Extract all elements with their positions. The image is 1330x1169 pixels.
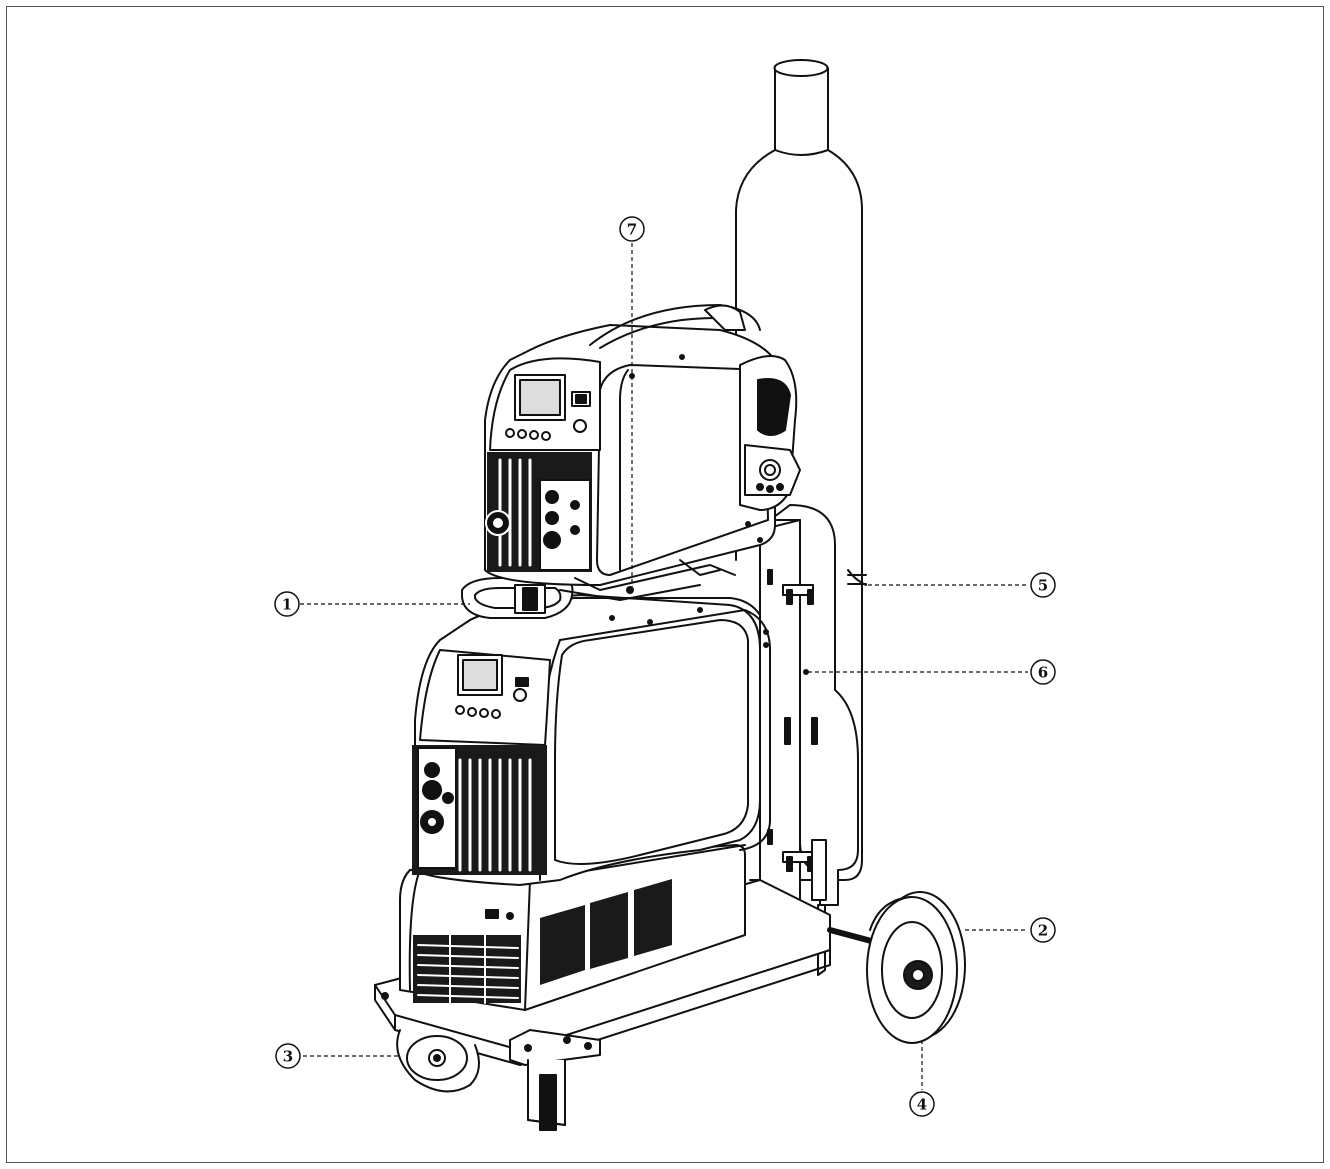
callout-3: 3 <box>275 1043 301 1069</box>
callout-6-label: 6 <box>1038 664 1048 682</box>
wire-feeder-unit <box>484 304 801 601</box>
cooling-unit <box>399 844 746 1011</box>
power-source-unit <box>412 594 771 886</box>
callout-5: 5 <box>1030 572 1056 598</box>
callout-1: 1 <box>274 591 300 617</box>
front-caster-center <box>527 1059 566 1131</box>
callout-1-label: 1 <box>282 596 292 614</box>
power-source-front-grille <box>412 745 547 875</box>
callout-4-label: 4 <box>917 1096 927 1114</box>
callout-2: 2 <box>1030 917 1056 943</box>
callout-4: 4 <box>909 1091 935 1117</box>
callout-7-label: 7 <box>627 221 637 239</box>
cooler-side-vents <box>540 879 672 985</box>
rear-wheel <box>866 891 966 1044</box>
front-swivel-caster <box>396 1029 480 1093</box>
figure-frame <box>6 6 1324 1163</box>
callout-2-label: 2 <box>1038 922 1048 940</box>
callout-6: 6 <box>1030 659 1056 685</box>
wire-feeder-front-grille <box>485 452 592 572</box>
handle <box>461 577 574 619</box>
callout-7: 7 <box>619 216 645 242</box>
callout-3-label: 3 <box>283 1048 293 1066</box>
callout-5-label: 5 <box>1038 577 1048 595</box>
